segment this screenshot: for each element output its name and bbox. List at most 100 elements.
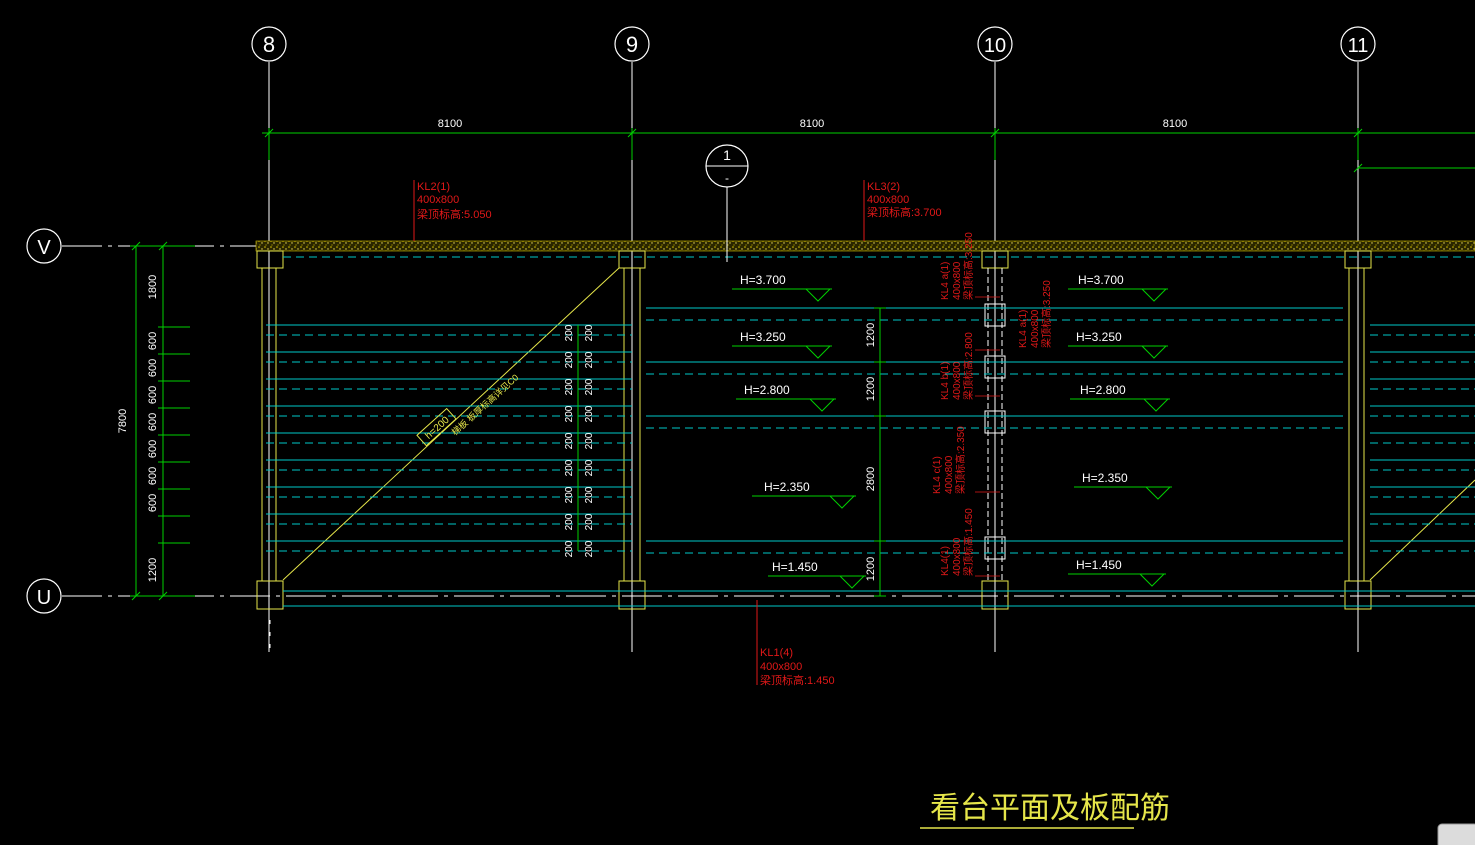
axis-bubble-V[interactable]: V [26, 228, 62, 264]
svg-text:H=2.350: H=2.350 [1082, 471, 1128, 485]
svg-text:200: 200 [564, 486, 575, 503]
axis-bubble-8[interactable]: 8 [251, 26, 287, 62]
beam-label-kl4d1[interactable]: KL4(1) 400x800 梁顶标高:1.450 [940, 508, 975, 576]
axis-bubble-11[interactable]: 11 [1340, 26, 1376, 62]
top-dimension [262, 128, 1475, 173]
svg-text:KL4 c(1): KL4 c(1) [932, 456, 943, 494]
svg-text:KL1(4): KL1(4) [760, 647, 793, 659]
svg-text:200: 200 [564, 432, 575, 449]
svg-text:2800: 2800 [865, 467, 877, 491]
stair-step-dims: 200 200 200 200 200 200 200 200 200 200 … [564, 324, 595, 557]
left-stack-dims: 1800 600 600 600 600 600 600 600 1200 [147, 275, 159, 582]
svg-text:梁顶标高:1.450: 梁顶标高:1.450 [962, 508, 975, 576]
axis-label-V: V [37, 237, 51, 259]
level-labels-left: H=3.700 H=3.250 H=2.800 H=2.350 H=1.450 [740, 273, 818, 574]
corner-tab[interactable] [1437, 823, 1475, 845]
svg-text:600: 600 [147, 467, 159, 485]
beam-axis-10 [984, 268, 1006, 581]
dim-total-left: 7800 [117, 409, 129, 433]
svg-text:200: 200 [564, 459, 575, 476]
svg-text:200: 200 [564, 405, 575, 422]
svg-text:梁顶标高:5.050: 梁顶标高:5.050 [417, 207, 492, 221]
svg-text:200: 200 [564, 513, 575, 530]
beam-label-kl3[interactable]: KL3(2) 400x800 梁顶标高:3.700 [863, 180, 942, 241]
beam-label-kl2[interactable]: KL2(1) 400x800 梁顶标高:5.050 [413, 180, 492, 241]
svg-text:KL2(1): KL2(1) [417, 181, 450, 193]
dim-span-1: 8100 [438, 118, 462, 130]
svg-text:KL4 a(1): KL4 a(1) [1018, 310, 1029, 348]
step-lines [266, 256, 1475, 554]
axis-bubble-9[interactable]: 9 [614, 26, 650, 62]
axis-lines [62, 62, 1475, 652]
svg-text:1200: 1200 [147, 558, 159, 582]
dim-span-2: 8100 [800, 118, 824, 130]
svg-text:H=2.800: H=2.800 [1080, 383, 1126, 397]
svg-text:200: 200 [564, 351, 575, 368]
svg-text:200: 200 [584, 540, 595, 557]
bottom-beam [269, 590, 1475, 652]
section-sheet: - [725, 171, 729, 185]
kl4-leaders [975, 296, 1000, 577]
beam-label-kl4b1[interactable]: KL4 b(1) 400x800 梁顶标高:2.800 [940, 332, 975, 400]
svg-text:400x800: 400x800 [952, 261, 963, 300]
svg-text:1200: 1200 [865, 557, 877, 581]
axis-label-8: 8 [263, 32, 275, 57]
svg-text:400x800: 400x800 [867, 194, 909, 206]
title-text: 看台平面及板配筋 [930, 791, 1170, 826]
svg-text:200: 200 [584, 486, 595, 503]
svg-text:400x800: 400x800 [1030, 309, 1041, 348]
svg-text:200: 200 [584, 324, 595, 341]
svg-text:400x800: 400x800 [944, 455, 955, 494]
svg-text:KL4(1): KL4(1) [940, 546, 951, 576]
svg-text:400x800: 400x800 [760, 661, 802, 673]
columns [256, 250, 1372, 610]
level-markers-right [1068, 288, 1172, 587]
svg-text:梁顶标高:2.800: 梁顶标高:2.800 [962, 332, 975, 400]
svg-text:600: 600 [147, 413, 159, 431]
beam-label-kl4c1[interactable]: KL4 c(1) 400x800 梁顶标高:2.350 [932, 426, 967, 494]
svg-text:梁顶标高:3.250: 梁顶标高:3.250 [1040, 280, 1053, 348]
svg-text:1800: 1800 [147, 275, 159, 299]
left-dimension [130, 241, 195, 601]
svg-text:200: 200 [584, 378, 595, 395]
svg-text:600: 600 [147, 359, 159, 377]
svg-text:1200: 1200 [865, 323, 877, 347]
axis-label-10: 10 [984, 35, 1006, 57]
svg-text:200: 200 [584, 513, 595, 530]
beam-label-kl1[interactable]: KL1(4) 400x800 梁顶标高:1.450 [756, 600, 835, 687]
svg-text:200: 200 [584, 432, 595, 449]
svg-text:H=1.450: H=1.450 [772, 560, 818, 574]
svg-text:梁顶标高:1.450: 梁顶标高:1.450 [760, 673, 835, 687]
svg-text:H=3.700: H=3.700 [740, 273, 786, 287]
svg-text:H=3.250: H=3.250 [1076, 330, 1122, 344]
svg-text:KL4 b(1): KL4 b(1) [940, 362, 951, 400]
axis-bubble-U[interactable]: U [26, 578, 62, 614]
axis-label-U: U [37, 587, 51, 609]
beam-label-kl4a2[interactable]: KL4 a(1) 400x800 梁顶标高:3.250 [1018, 280, 1053, 348]
svg-text:200: 200 [584, 405, 595, 422]
level-markers-left [732, 288, 866, 589]
axis-bubble-10[interactable]: 10 [977, 26, 1013, 62]
mid-dimension: 1200 1200 2800 1200 [865, 307, 886, 597]
svg-text:600: 600 [147, 386, 159, 404]
stair-h: h=200 [423, 414, 452, 441]
svg-text:200: 200 [584, 459, 595, 476]
svg-text:H=1.450: H=1.450 [1076, 558, 1122, 572]
svg-text:KL4 a(1): KL4 a(1) [940, 262, 951, 300]
section-marker[interactable]: 1 - [705, 144, 749, 262]
svg-text:梁顶标高:3.250: 梁顶标高:3.250 [962, 232, 975, 300]
svg-text:400x800: 400x800 [952, 537, 963, 576]
svg-text:KL3(2): KL3(2) [867, 181, 900, 193]
level-labels-right: H=3.700 H=3.250 H=2.800 H=2.350 H=1.450 [1076, 273, 1128, 572]
axis-label-9: 9 [626, 32, 638, 57]
svg-text:400x800: 400x800 [952, 361, 963, 400]
beam-label-kl4a1[interactable]: KL4 a(1) 400x800 梁顶标高:3.250 [940, 232, 975, 300]
svg-text:H=3.700: H=3.700 [1078, 273, 1124, 287]
section-number: 1 [723, 147, 731, 163]
drawing-title[interactable]: 看台平面及板配筋 [920, 791, 1170, 829]
svg-text:200: 200 [564, 378, 575, 395]
svg-text:200: 200 [584, 351, 595, 368]
svg-text:600: 600 [147, 440, 159, 458]
svg-text:H=3.250: H=3.250 [740, 330, 786, 344]
